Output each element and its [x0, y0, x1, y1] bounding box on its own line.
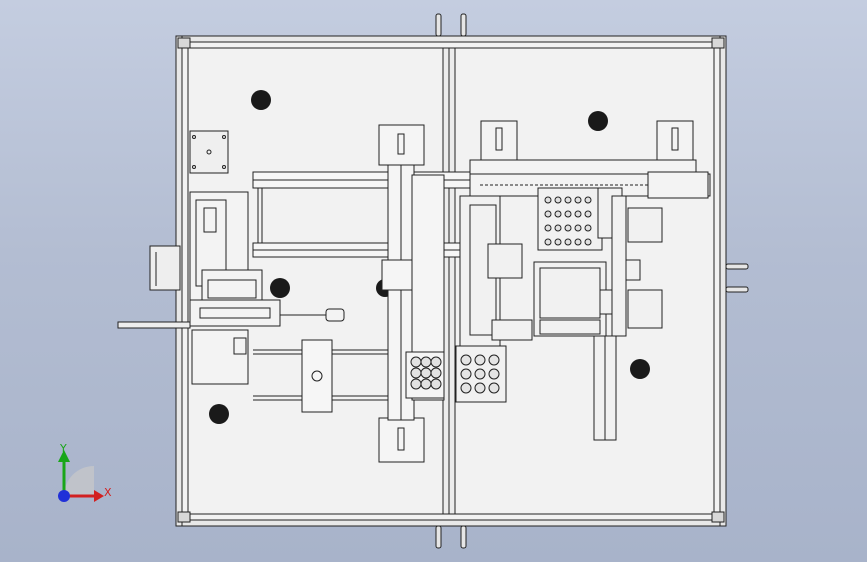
right-feed-mechanism	[455, 187, 663, 441]
y-axis-label: Y	[59, 442, 67, 455]
mounting-pins	[435, 13, 749, 549]
left-extension-plate	[117, 245, 191, 329]
coordinate-triad: Y X	[58, 442, 112, 502]
x-axis-label: X	[104, 486, 112, 499]
right-top-rail	[469, 120, 711, 199]
mounting-holes	[209, 90, 650, 424]
gripper-assembly-left	[189, 191, 345, 385]
motor-plate-left	[189, 130, 229, 174]
vertical-gantry	[378, 124, 445, 463]
machine-frame	[175, 35, 727, 527]
